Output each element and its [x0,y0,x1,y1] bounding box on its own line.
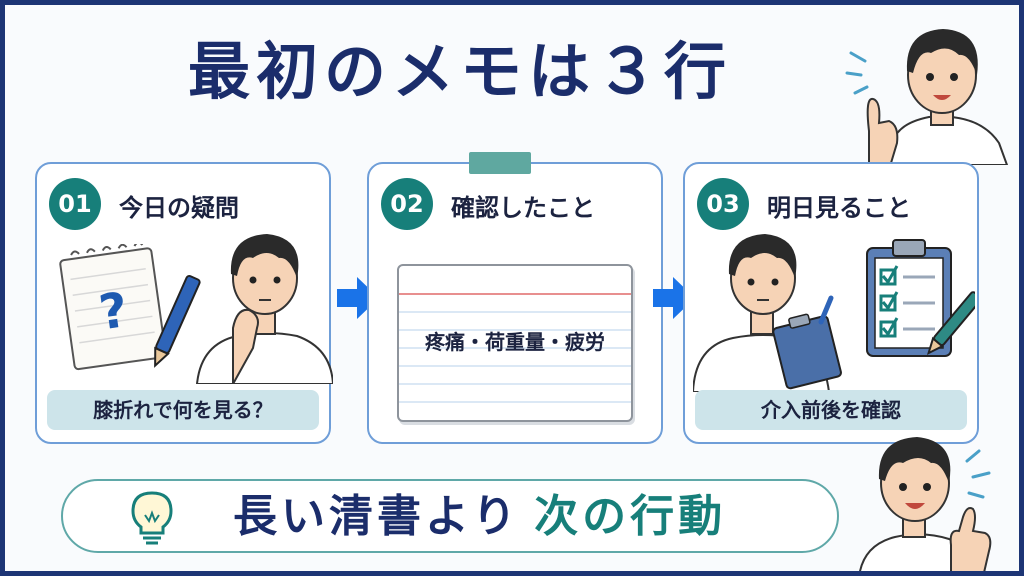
step-caption: 膝折れで何を見る？ [47,390,319,430]
tape-icon [469,152,531,174]
step-title: 確認したこと [451,194,595,222]
right-arrow-icon [337,277,379,319]
step-title: 今日の疑問 [119,194,239,222]
ruled-lines [399,293,631,403]
bottom-message-accent: 次の行動 [534,491,727,542]
step-number-badge: 01 [49,178,101,230]
writing-character-icon [693,234,842,392]
bottom-message-banner: 長い清書より次の行動 [61,479,839,553]
thinking-character-icon [195,234,333,384]
pointing-character-icon [845,29,1009,165]
step-card-3: 03 明日見ること [683,162,979,444]
clipboard-checklist-icon [866,239,975,357]
step-number-badge: 03 [697,178,749,230]
right-arrow-icon [653,277,695,319]
page-title: 最初のメモは３行 [187,35,732,108]
index-card-icon: 疼痛・荷重量・疲労 [397,264,633,422]
step-title: 明日見ること [767,194,911,222]
step-caption: 介入前後を確認 [695,390,967,430]
memo-text: 疼痛・荷重量・疲労 [425,330,605,354]
thumbs-up-character-icon [859,437,992,571]
lightbulb-icon [131,491,173,545]
bottom-message: 長い清書より次の行動 [233,491,726,543]
step-card-2: 02 確認したこと 疼痛・荷重量・疲労 [367,152,663,444]
step-card-1: 01 今日の疑問 ? [35,162,333,444]
notepad-question-icon: ? [59,244,201,371]
step-number-badge: 02 [381,178,433,230]
bottom-message-text: 長い清書より [233,491,521,542]
